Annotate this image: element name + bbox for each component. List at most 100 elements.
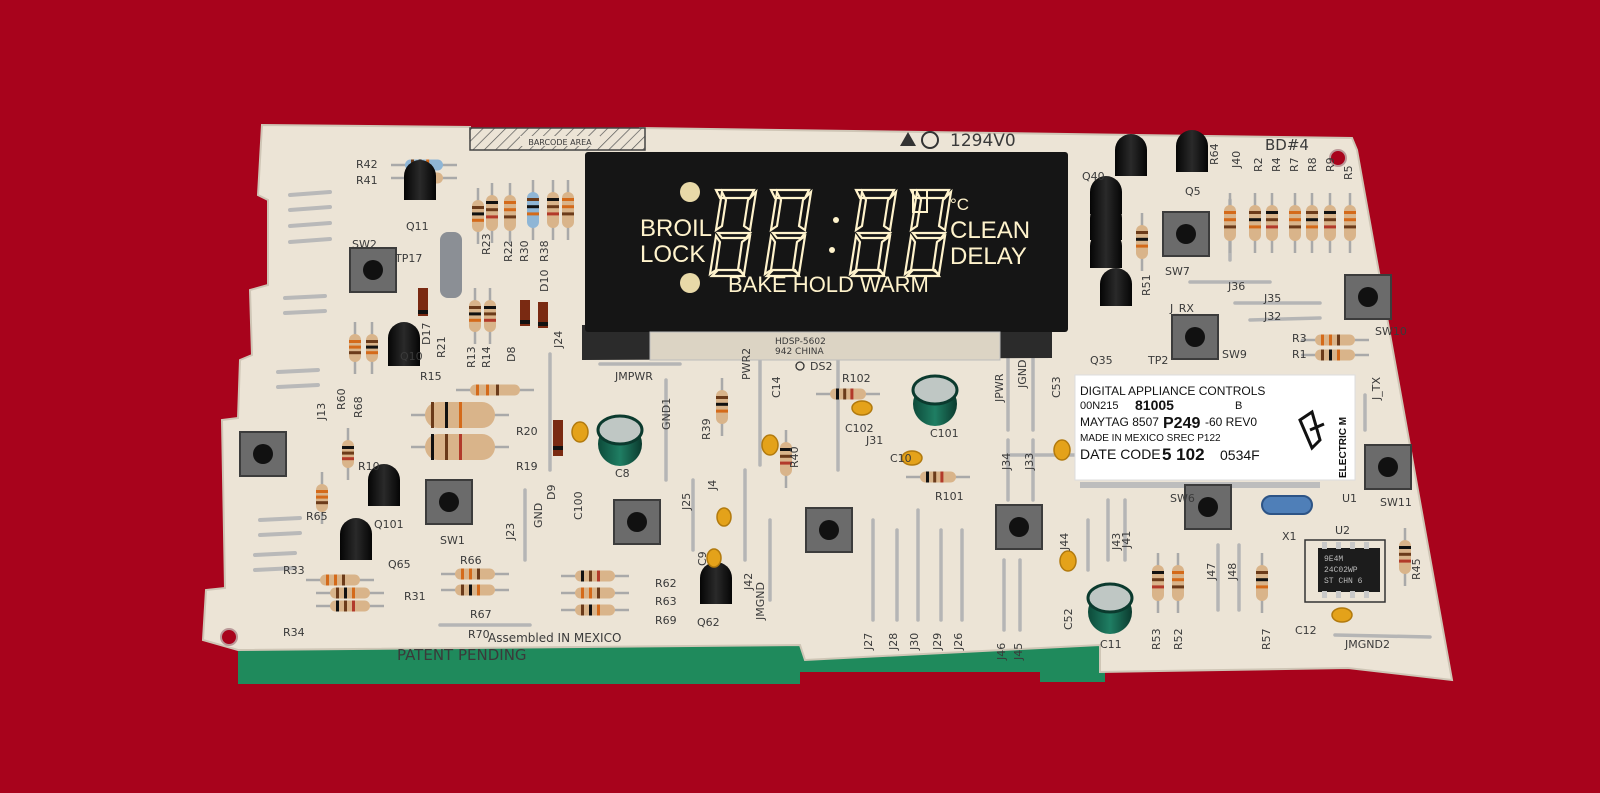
ref-label: U1	[1342, 492, 1357, 505]
ref-label: R3	[1292, 332, 1307, 345]
tactile-switches	[239, 211, 1412, 553]
ref-label: J4	[706, 480, 719, 491]
resistor	[562, 180, 574, 240]
display-clean: CLEAN	[950, 217, 1030, 244]
resistor	[716, 378, 728, 436]
resistor	[1289, 193, 1301, 253]
ref-label: R45	[1410, 558, 1423, 580]
sticker-line4: MADE IN MEXICO SREC P122	[1080, 433, 1221, 444]
ref-label: R14	[480, 346, 493, 368]
mounting-hole	[220, 628, 238, 646]
ref-label: R34	[283, 626, 305, 639]
power-resistor	[440, 232, 462, 298]
board-bd-number: BD#4	[1265, 136, 1309, 154]
ref-label: J26	[952, 633, 965, 651]
sticker-line3-suffix: -60 REV0	[1205, 415, 1257, 429]
sticker-line3-bold: P249	[1163, 415, 1200, 432]
ref-label: D8	[505, 347, 518, 362]
barcode-area-label: BARCODE AREA	[528, 138, 592, 147]
ref-label: J27	[862, 633, 875, 651]
sticker-line5-prefix: DATE CODE	[1080, 446, 1161, 462]
resistor	[411, 402, 509, 428]
ref-label: R62	[655, 577, 677, 590]
ref-label: R101	[935, 490, 964, 503]
ref-label: J34	[1000, 453, 1013, 471]
ref-label: R8	[1306, 157, 1319, 172]
resistor	[1399, 528, 1411, 586]
resistor	[906, 471, 970, 483]
ref-label: JGND	[1016, 360, 1029, 389]
crystal-x1	[1261, 495, 1313, 515]
ref-label: J35	[1263, 292, 1281, 305]
ref-label: R70	[468, 628, 490, 641]
sticker-brand: ELECTRIC M	[1338, 417, 1349, 478]
board-top-code: 1294V0	[950, 131, 1016, 151]
ref-label: R19	[516, 460, 538, 473]
ref-label: C101	[930, 427, 959, 440]
resistor	[441, 568, 509, 580]
resistor	[780, 430, 792, 488]
resistor	[486, 183, 498, 243]
ref-label: R9	[1324, 157, 1337, 172]
switch-sw7	[1162, 211, 1210, 257]
ref-label: C53	[1050, 376, 1063, 398]
ref-label: J_RX	[1169, 302, 1194, 315]
resistor	[469, 288, 481, 344]
ref-label: C10	[890, 452, 912, 465]
ref-label: C9	[696, 551, 709, 566]
ref-label: SW2	[352, 238, 377, 251]
ref-label: J29	[931, 633, 944, 651]
ref-label: GND	[532, 503, 545, 528]
ref-label: U2	[1335, 524, 1350, 537]
ref-label: R7	[1288, 157, 1301, 172]
resistor	[816, 388, 880, 400]
ref-label: J40	[1230, 151, 1243, 169]
product-sticker: DIGITAL APPLIANCE CONTROLS 00N215 81005 …	[1074, 374, 1356, 481]
ref-label: GND1	[660, 398, 673, 430]
wire-jumpers	[438, 198, 1432, 639]
resistor	[484, 288, 496, 344]
ref-label: R20	[516, 425, 538, 438]
resistor	[547, 180, 559, 240]
ref-label: Q35	[1090, 354, 1113, 367]
ic-u2-line1: 9E4M	[1324, 555, 1343, 564]
ref-label: TP2	[1147, 354, 1168, 367]
resistor	[456, 384, 534, 396]
switch-sw3	[805, 507, 853, 553]
ic-u2-line3: ST CHN 6	[1324, 577, 1363, 586]
ref-label: J_TX	[1370, 377, 1383, 401]
resistor	[527, 180, 539, 240]
ref-label: TP17	[394, 252, 422, 265]
ref-label: R5	[1342, 165, 1355, 180]
indicator-dot	[680, 273, 700, 293]
ref-label: R2	[1252, 157, 1265, 172]
ref-label: R22	[502, 240, 515, 262]
edge-pins-left	[253, 190, 332, 572]
switch-sw-mid2	[995, 504, 1043, 550]
resistor	[1249, 193, 1261, 253]
ref-label: J46	[995, 643, 1008, 661]
ref-label: J41	[1120, 531, 1133, 549]
resistor	[1324, 193, 1336, 253]
display-celsius: °C	[950, 195, 969, 214]
switch-sw-mid1	[613, 499, 661, 545]
resistor	[349, 322, 361, 374]
ref-label: J42	[742, 573, 755, 591]
ref-label: C102	[845, 422, 874, 435]
display-broil: BROIL	[640, 215, 712, 242]
resistor	[1266, 193, 1278, 253]
ref-label: R38	[538, 240, 551, 262]
resistor	[316, 587, 384, 599]
ref-label: X1	[1282, 530, 1297, 543]
resistor	[472, 188, 484, 244]
resistor	[366, 322, 378, 374]
ref-label: R39	[700, 418, 713, 440]
sticker-line3-prefix: MAYTAG 8507	[1080, 415, 1159, 429]
ref-label: R68	[352, 396, 365, 418]
ref-label: J23	[504, 523, 517, 541]
switch-sw9	[1171, 314, 1219, 360]
ref-label: SW10	[1375, 325, 1407, 338]
resistor	[411, 434, 509, 460]
led-ds2	[795, 361, 805, 371]
